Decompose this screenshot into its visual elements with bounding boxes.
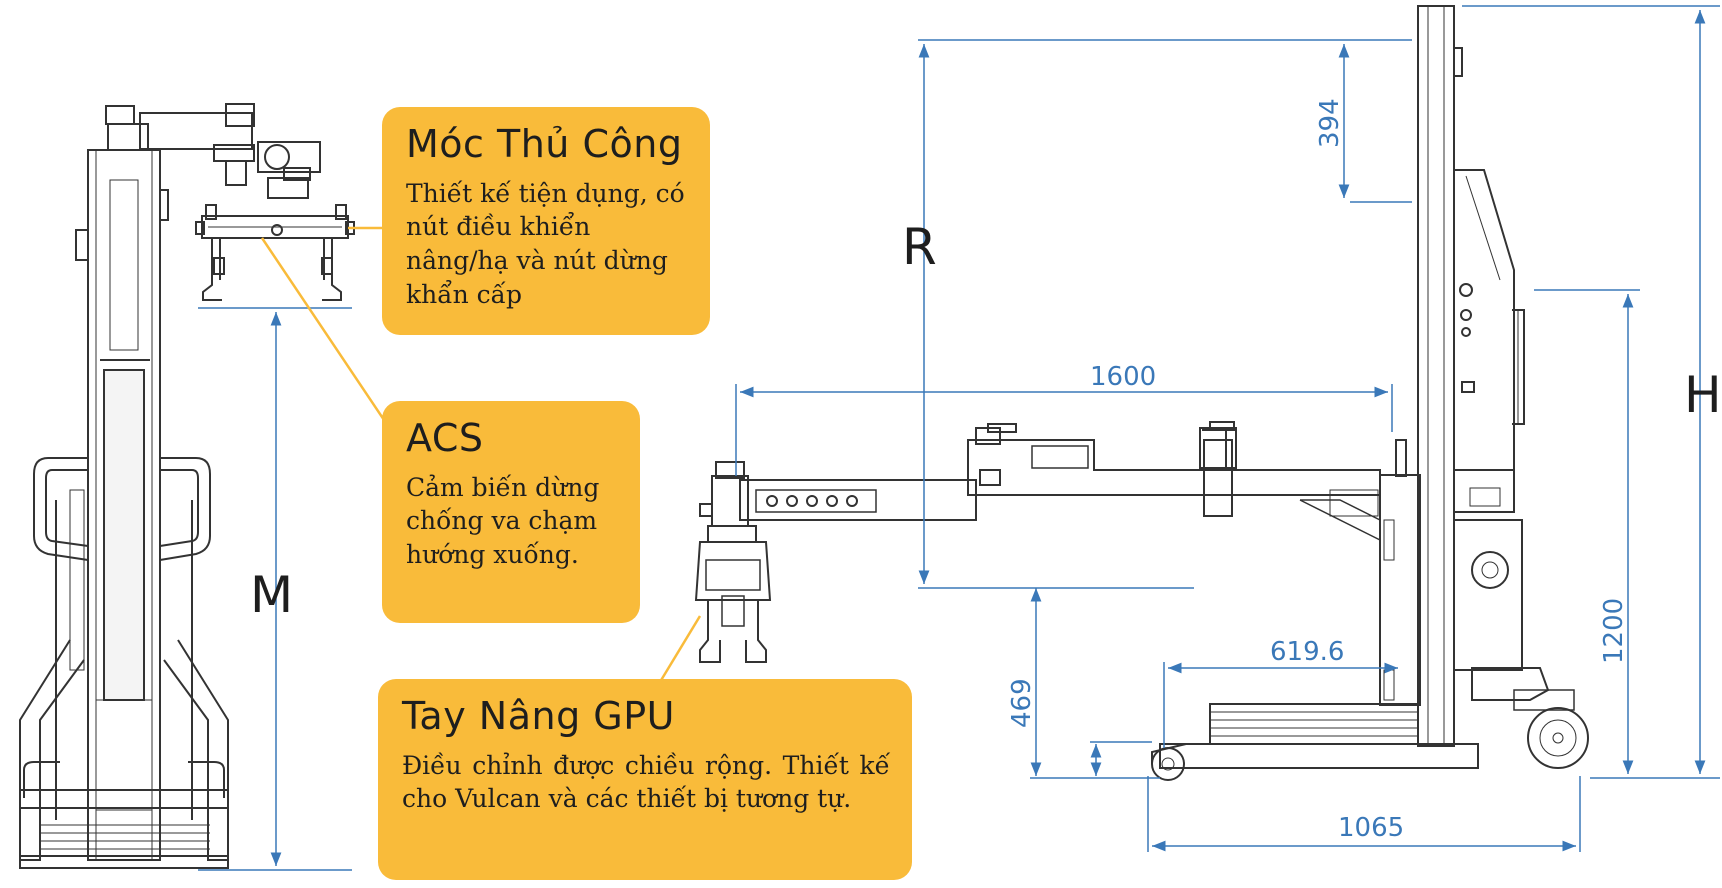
side-view xyxy=(694,5,1589,781)
dimension-m: M xyxy=(198,307,352,871)
dimension-1600-label: 1600 xyxy=(1090,362,1156,392)
dimension-394-label: 394 xyxy=(1315,98,1345,148)
leader-lines xyxy=(260,226,702,683)
label-r: R xyxy=(902,218,937,276)
callout-manual-hook-text: Thiết kế tiện dụng, có nút điều khiển nâ… xyxy=(406,178,685,309)
callout-acs-title: ACS xyxy=(406,416,484,460)
callout-gpu-lift-title: Tay Nâng GPU xyxy=(402,694,675,738)
callout-gpu-lift: Tay Nâng GPU Điều chỉnh được chiều rộng.… xyxy=(378,679,912,880)
label-h: H xyxy=(1684,366,1722,424)
label-m: M xyxy=(250,566,293,624)
front-view xyxy=(19,103,355,869)
callout-acs: ACS Cảm biến dừng chống va chạm hướng xu… xyxy=(382,401,640,623)
dimension-1065-label: 1065 xyxy=(1338,813,1404,843)
callout-acs-text: Cảm biến dừng chống va chạm hướng xuống. xyxy=(406,472,600,570)
side-dimensions xyxy=(735,5,1720,852)
callout-gpu-lift-text: Điều chỉnh được chiều rộng. Thiết kế cho… xyxy=(402,750,890,814)
dimension-1200-label: 1200 xyxy=(1599,598,1629,664)
dimension-619-label: 619.6 xyxy=(1270,637,1344,667)
callout-manual-hook-title: Móc Thủ Công xyxy=(406,122,683,166)
dimension-469-label: 469 xyxy=(1007,678,1037,728)
callout-manual-hook: Móc Thủ Công Thiết kế tiện dụng, có nút … xyxy=(382,107,710,335)
